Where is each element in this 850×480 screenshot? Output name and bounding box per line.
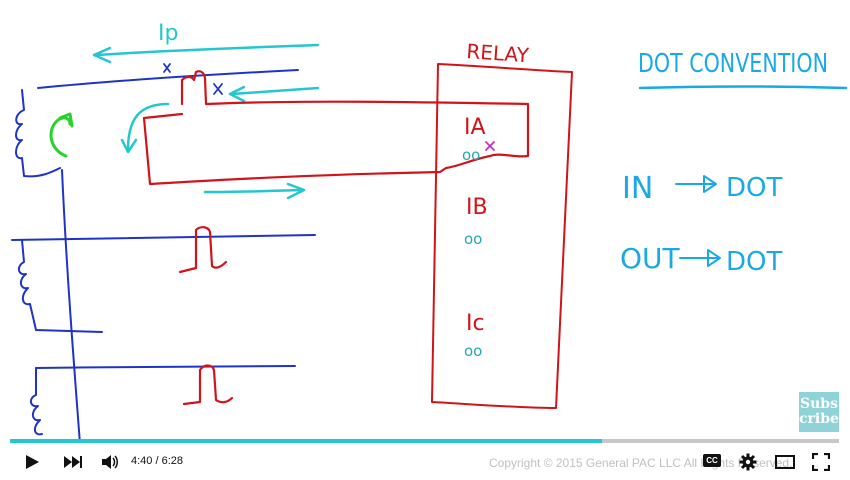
time-display: 4:40 / 6:28 [131, 455, 183, 467]
play-icon [26, 455, 39, 469]
ia-label: IA [464, 115, 486, 140]
volume-icon [102, 455, 118, 469]
theater-icon [775, 455, 795, 469]
player-controls: 4:40 / 6:28 Copyright © 2015 General PAC… [0, 443, 850, 480]
subscribe-line-1: Subs [800, 396, 838, 412]
volume-button[interactable] [100, 451, 120, 473]
in-label: IN [622, 171, 653, 206]
dot-mark-relay [485, 141, 495, 151]
ib-label: IB [466, 195, 488, 220]
ct-coil-b [18, 239, 103, 333]
ct-symbol-b [178, 226, 228, 274]
next-button[interactable] [62, 451, 84, 473]
relay-label: RELAY [466, 39, 531, 67]
ct-symbol-c [182, 364, 234, 406]
ic-label: Ic [466, 311, 485, 336]
ct-secondary-loop [142, 70, 530, 186]
ct-coil-c [30, 367, 43, 436]
cc-icon: CC [706, 456, 718, 465]
secondary-arrow-line [230, 86, 320, 96]
subscribe-line-2: cribe [799, 411, 839, 427]
whiteboard-drawing: Ip RELAY DOT CONVENTION IA oo IB oo Ic o… [11, 21, 848, 440]
ia-dots: oo [462, 146, 480, 164]
fullscreen-button[interactable] [810, 451, 832, 473]
busbar-mid [11, 234, 316, 241]
ib-dots: oo [464, 230, 482, 248]
loop-arrow-right [203, 188, 304, 194]
dot-mark-primary [163, 63, 171, 73]
loop-arrow-right-head [286, 182, 306, 200]
ip-arrow-head [92, 46, 112, 64]
settings-icon [739, 453, 757, 471]
progress-fill [10, 439, 603, 443]
title-underline [638, 85, 848, 90]
out-label: OUT [620, 242, 681, 275]
common-wire [61, 169, 81, 440]
loop-arrow-down-head [120, 138, 138, 154]
theater-button[interactable] [774, 451, 796, 473]
rotation-arrow-head [58, 112, 74, 128]
in-arrow-head [703, 175, 717, 193]
rotation-arrow [49, 116, 72, 158]
ip-label: Ip [158, 21, 178, 46]
fullscreen-icon [812, 453, 830, 471]
busbar-low [35, 365, 296, 369]
whiteboard-canvas: Ip RELAY DOT CONVENTION IA oo IB oo Ic o… [11, 21, 848, 440]
play-button[interactable] [22, 451, 42, 473]
dot-convention-title: DOT CONVENTION [638, 49, 828, 79]
in-dot-label: DOT [726, 173, 782, 203]
ct-coil-a [15, 89, 61, 178]
next-icon [64, 456, 82, 468]
busbar-top [37, 69, 299, 89]
dot-mark-secondary [213, 83, 223, 95]
loop-arrow-down [126, 102, 170, 152]
cc-button[interactable]: CC [703, 454, 721, 467]
out-arrow-head [707, 249, 721, 267]
out-dot-label: DOT [726, 247, 782, 277]
relay-box [431, 63, 573, 409]
progress-bar[interactable] [10, 439, 839, 443]
subscribe-button[interactable]: Subs cribe [799, 392, 839, 432]
secondary-arrow-head [228, 85, 246, 103]
ip-arrow-line [96, 43, 320, 57]
ic-dots: oo [464, 342, 482, 360]
settings-button[interactable] [738, 451, 758, 473]
